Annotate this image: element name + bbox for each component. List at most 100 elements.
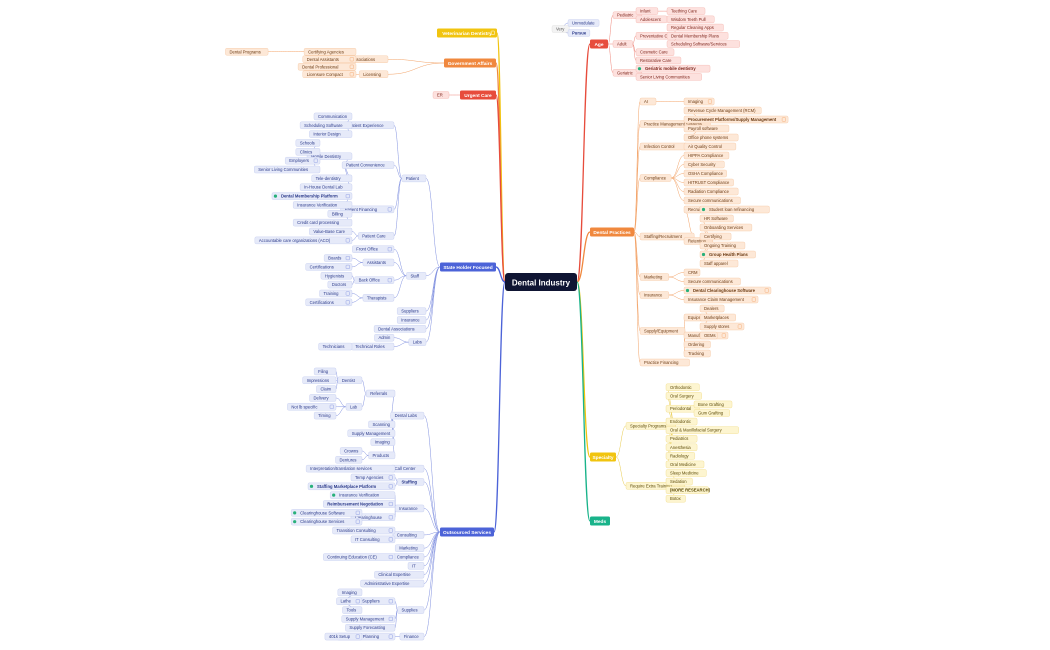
practice-financing-node[interactable]: Practice Financing — [639, 358, 690, 367]
licensing-node[interactable]: Licensing — [359, 70, 389, 78]
401k-setup-node[interactable]: 401k Setup — [324, 632, 363, 641]
assistants-node[interactable]: Assistants — [362, 258, 395, 267]
it-consulting-node[interactable]: IT Consulting — [350, 535, 396, 544]
boards-node[interactable]: Boards — [323, 254, 353, 262]
claim-node[interactable]: Claim — [316, 385, 337, 393]
supply-forecasting-node[interactable]: Supply Forecasting — [345, 624, 396, 632]
call-center-node[interactable]: Call Center — [390, 464, 425, 473]
cosmetic-care-node[interactable]: Cosmetic Care — [635, 48, 675, 56]
filing-node[interactable]: Filing — [313, 367, 337, 376]
sedation-node[interactable]: Sedation — [665, 477, 693, 486]
supplies-node[interactable]: Supplies — [397, 606, 425, 614]
dental-labs-node[interactable]: Dental Labs — [390, 411, 425, 420]
marketplaces-node[interactable]: Marketplaces — [699, 313, 736, 322]
oral-medicine-node[interactable]: Oral Medicine — [665, 460, 705, 469]
bone-grafting-node[interactable]: Bone Grafting — [693, 400, 733, 409]
staff-node[interactable]: Staff — [406, 272, 427, 280]
scanning-node[interactable]: Scanning — [368, 420, 396, 429]
oems-node[interactable]: OEMs — [699, 331, 718, 340]
crm-node[interactable]: CRM — [683, 268, 701, 277]
adult-node[interactable]: Adult — [612, 40, 633, 48]
not-lb-specific-node[interactable]: Not lb specific — [287, 403, 337, 411]
pediatric-node[interactable]: Pediatric — [612, 11, 642, 19]
infant-node[interactable]: Infant — [635, 7, 659, 15]
insurance-verification-node[interactable]: Insurance Verification — [329, 491, 396, 499]
state-holder-focused-branch[interactable]: State Holder Focused — [440, 262, 496, 272]
crowns-node[interactable]: Crowns — [339, 447, 363, 455]
clearinghouse-services-node[interactable]: Clearinghouse Services — [290, 517, 363, 526]
periodontal-node[interactable]: Periodontal — [665, 405, 700, 413]
infection-control-node[interactable]: Infection Control — [639, 142, 688, 151]
radiology-node[interactable]: Radiology — [665, 452, 695, 460]
compliance-node[interactable]: Compliance — [639, 174, 672, 182]
products-node[interactable]: Products — [368, 451, 396, 460]
dental-assistants-node[interactable]: Dental Assistants — [302, 55, 357, 63]
impressions-node[interactable]: Impressions — [302, 376, 337, 384]
marketing-node[interactable]: Marketing — [639, 273, 669, 281]
dental-clearinghouse-software-node[interactable]: Dental Clearinghouse Software — [683, 286, 772, 295]
staffing-marketplace-platform-node[interactable]: Staffing Marketplace Platform — [307, 482, 396, 491]
ai-node[interactable]: AI — [639, 97, 657, 106]
pediatrics-node[interactable]: Pediatrics — [665, 435, 698, 443]
marketing-node[interactable]: Marketing — [395, 544, 425, 552]
suppliers-node[interactable]: Suppliers — [397, 307, 427, 315]
wisdom-teeth-pull-node[interactable]: Wisdom Teeth Pull — [666, 15, 715, 24]
patient-convenience-node[interactable]: Patient Convenience — [341, 161, 395, 169]
radiation-compliance-node[interactable]: Radiation Compliance — [683, 187, 739, 196]
age-branch[interactable]: Age — [590, 39, 608, 49]
dealers-node[interactable]: Dealers — [699, 304, 725, 313]
scheduling-software-services-node[interactable]: Scheduling Software/Services — [666, 40, 740, 48]
clinical-expertise-node[interactable]: Clinical Expertise — [374, 571, 425, 579]
continuing-education-ce-node[interactable]: Continuing Education (CE) — [323, 553, 396, 561]
admin-node[interactable]: Admin — [374, 334, 395, 342]
staffing-recruitment-node[interactable]: Staffing/Recruitment — [639, 232, 695, 241]
interior-design-node[interactable]: Interior Design — [309, 130, 353, 138]
dental-professional-node[interactable]: Dental Professional — [297, 63, 357, 71]
center-node[interactable]: Dental Industry — [505, 273, 577, 291]
clinics-node[interactable]: Clinics — [295, 148, 321, 156]
certifying-node[interactable]: Certifying — [699, 232, 732, 241]
supply-equipment-node[interactable]: Supply/Equipment — [639, 327, 686, 335]
anesthesia-node[interactable]: Anesthesia — [665, 443, 698, 451]
technical-roles-node[interactable]: Technical Roles — [351, 342, 395, 351]
supply-management-node[interactable]: Supply Management — [341, 615, 396, 623]
training-node[interactable]: Training — [319, 289, 353, 298]
communication-node[interactable]: Communication — [313, 112, 353, 121]
finance-node[interactable]: Finance — [399, 632, 425, 641]
compliance-node[interactable]: Compliance — [392, 553, 425, 561]
tracking-node[interactable]: Tracking — [683, 349, 711, 358]
dentures-node[interactable]: Dentures — [335, 456, 363, 464]
specialty-programs-node[interactable]: Specialty Programs — [625, 422, 676, 430]
student-loan-refinancing-node[interactable]: Student loan refinancing — [699, 205, 770, 214]
veterinarian-dentistry-branch[interactable]: Veterinarian Dentistry — [437, 28, 497, 38]
insurance-verification-node[interactable]: Insurance Verification — [292, 201, 353, 209]
dental-associations-node[interactable]: Dental Associations — [373, 325, 427, 333]
scheduling-software-node[interactable]: Scheduling Software — [299, 121, 353, 129]
consulting-node[interactable]: Consulting — [392, 531, 425, 539]
delivery-node[interactable]: Delivery — [309, 394, 337, 402]
osha-compliance-node[interactable]: OSHA Compliance — [683, 169, 727, 178]
in-house-dental-lab-node[interactable]: In-House Dental Lab — [299, 183, 353, 191]
it-node[interactable]: IT — [407, 562, 425, 570]
lab-node[interactable]: Lab — [345, 403, 363, 411]
insurance-claim-management-node[interactable]: Insurance Claim Management — [683, 295, 759, 304]
lathe-node[interactable]: Lathe — [336, 597, 363, 605]
unmodulate-node[interactable]: Unmodulate — [567, 19, 600, 27]
value-base-care-node[interactable]: Value-Base Care — [309, 227, 353, 236]
cyber-security-node[interactable]: Cyber Security — [683, 160, 725, 169]
referrals-node[interactable]: Referrals — [366, 389, 396, 398]
therapists-node[interactable]: Therapists — [362, 294, 395, 302]
pursue-node[interactable]: Pursue — [567, 29, 591, 37]
procurement-platforms-supply-management-node[interactable]: Procurement Platforms/Supply Management — [683, 115, 789, 124]
onboarding-services-node[interactable]: Onboarding Services — [699, 223, 753, 232]
certifying-agencies-node[interactable]: Certifying Agencies — [303, 48, 357, 56]
secure-communications-node[interactable]: Secure communications — [683, 196, 741, 205]
sleep-medicine-node[interactable]: Sleep Medicine — [665, 469, 707, 477]
geriatric-node[interactable]: Geriatric — [612, 69, 642, 77]
teething-care-node[interactable]: Teething Care — [666, 7, 706, 15]
patient-financing-node[interactable]: Patient Financing — [340, 205, 395, 214]
regular-cleaning-apps-node[interactable]: Regular Cleaning Apps — [666, 23, 724, 32]
staff-apparel-node[interactable]: Staff apparel — [699, 259, 739, 268]
adolescent-node[interactable]: Adolescent — [635, 15, 668, 24]
office-phone-systems-node[interactable]: Office phone systems — [683, 133, 739, 142]
